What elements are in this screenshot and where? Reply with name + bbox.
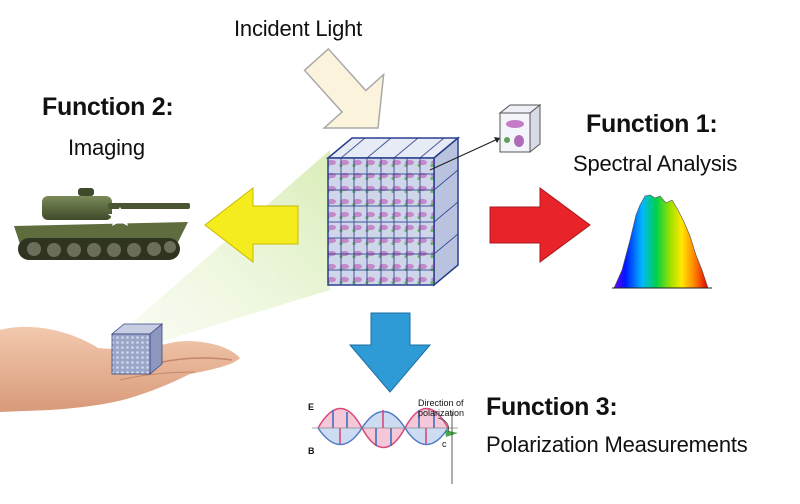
function-3-subtitle: Polarization Measurements bbox=[486, 432, 748, 457]
c-label: c bbox=[442, 439, 447, 449]
unit-cell-inset bbox=[498, 103, 542, 154]
zoom-pointer bbox=[429, 137, 501, 171]
b-field-label: B bbox=[308, 446, 315, 456]
spectral-arrow bbox=[489, 187, 591, 263]
spectrum-graph bbox=[612, 194, 712, 289]
imaging-beam bbox=[118, 150, 330, 345]
incident-light-arrow bbox=[303, 47, 385, 129]
function-1-subtitle: Spectral Analysis bbox=[573, 151, 738, 176]
polarization-arrow bbox=[348, 312, 432, 393]
direction-label-line2: polarization bbox=[418, 408, 465, 418]
metamaterial-cube bbox=[325, 136, 461, 287]
function-1-title: Function 1: bbox=[586, 110, 718, 138]
miniature-cube bbox=[110, 323, 164, 375]
e-field-label: E bbox=[308, 402, 315, 412]
function-2-subtitle: Imaging bbox=[68, 135, 145, 160]
imaging-arrow bbox=[204, 186, 299, 264]
incident-light-label: Incident Light bbox=[234, 16, 363, 41]
polarization-wave-figure bbox=[312, 407, 458, 484]
direction-label-line1: Direction of bbox=[418, 398, 464, 408]
tank-illustration bbox=[14, 188, 190, 260]
function-2-title: Function 2: bbox=[42, 93, 174, 121]
function-3-title: Function 3: bbox=[486, 393, 618, 421]
